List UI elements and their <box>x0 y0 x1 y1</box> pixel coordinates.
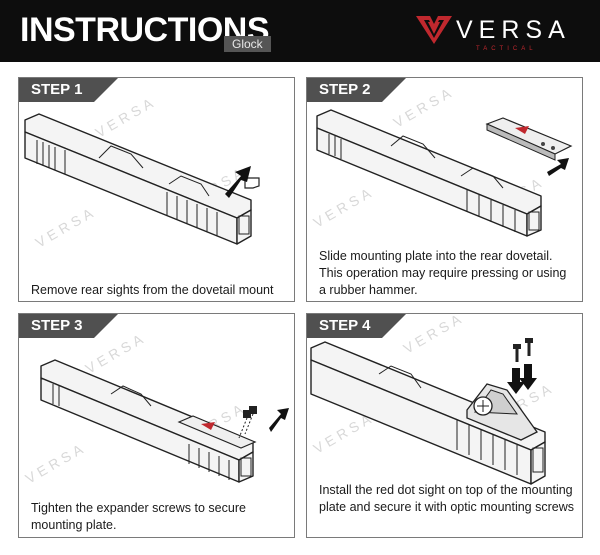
mounting-plate-icon <box>177 415 257 449</box>
step-2-panel: VERSA VERSA VERSA STEP 2 <box>306 77 583 302</box>
step-4-label: STEP 4 <box>307 314 407 338</box>
step-2-label: STEP 2 <box>307 78 407 102</box>
arrow-icon <box>507 364 537 394</box>
arrow-icon <box>269 408 289 432</box>
step-4-text: Install the red dot sight on top of the … <box>319 483 574 514</box>
arrow-icon <box>225 166 251 198</box>
mounting-plate-icon <box>485 117 573 161</box>
arrow-icon <box>547 158 569 176</box>
brand-name: VERSA <box>456 16 571 44</box>
step-2-text: Slide mounting plate into the rear dovet… <box>319 249 567 297</box>
header-bar: INSTRUCTIONS Glock VERSA TACTICAL <box>0 0 600 62</box>
brand-subtitle: TACTICAL <box>476 46 537 52</box>
red-dot-sight-icon <box>466 383 538 441</box>
step-3-label: STEP 3 <box>19 314 119 338</box>
versa-logo-icon <box>416 16 452 44</box>
step-4-panel: VERSA VERSA VERSA STEP 4 <box>306 313 583 538</box>
rear-sight-icon <box>244 177 260 189</box>
screw-icon <box>238 406 257 439</box>
model-badge: Glock <box>224 36 271 52</box>
step-1-text: Remove rear sights from the dovetail mou… <box>31 283 274 297</box>
screw-icon <box>513 338 533 362</box>
slide-illustration <box>40 359 289 483</box>
step-3-panel: VERSA VERSA VERSA STEP 3 <box>18 313 295 538</box>
slide-illustration <box>24 113 260 245</box>
step-1-label: STEP 1 <box>19 78 119 102</box>
slide-illustration <box>310 338 546 485</box>
step-1-panel: VERSA VERSA VERSA STEP 1 <box>18 77 295 302</box>
slide-illustration <box>316 109 573 237</box>
step-3-text: Tighten the expander screws to secure mo… <box>31 501 246 532</box>
